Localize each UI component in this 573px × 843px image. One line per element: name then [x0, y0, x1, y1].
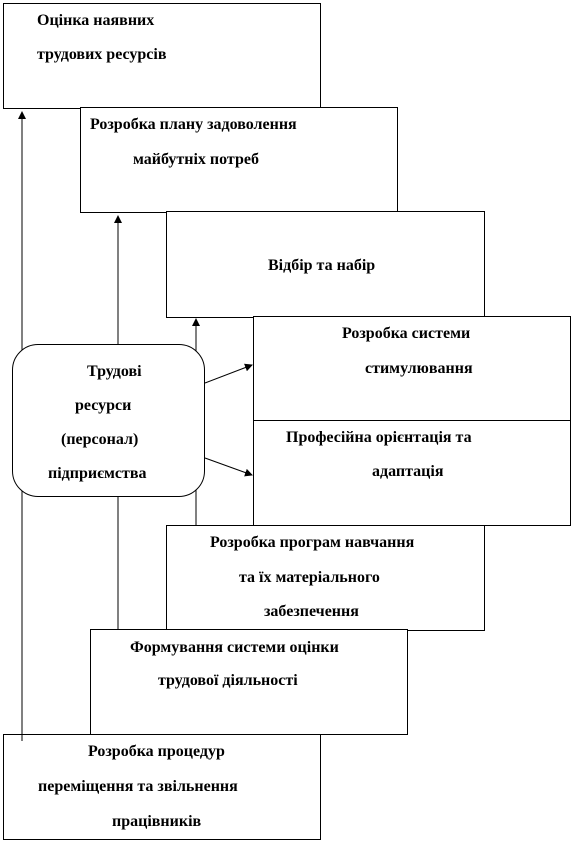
central-line-2: ресурси: [75, 397, 132, 414]
box-motivation: Розробка системи стимулювання: [253, 316, 571, 422]
box-relocation-line-2: переміщення та звільнення: [38, 778, 238, 795]
central-node: Трудові ресурси (персонал) підприємства: [12, 344, 205, 497]
box-motivation-line-2: стимулювання: [365, 360, 473, 377]
box-plan: Розробка плану задоволення майбутніх пот…: [80, 107, 398, 213]
box-motivation-line-1: Розробка системи: [342, 325, 471, 342]
box-training: Розробка програм навчання та їх матеріал…: [166, 525, 485, 631]
box-orientation-line-1: Професійна орієнтація та: [286, 429, 472, 446]
box-assessment-line-1: Оцінка наявних: [37, 12, 155, 29]
box-plan-line-1: Розробка плану задоволення: [90, 116, 297, 133]
box-selection: Відбір та набір: [166, 211, 485, 318]
box-relocation-line-1: Розробка процедур: [88, 743, 225, 760]
central-line-3: (персонал): [61, 431, 139, 448]
box-evaluation-line-1: Формування системи оцінки: [130, 639, 339, 656]
box-assessment-line-2: трудових ресурсів: [37, 46, 167, 63]
box-plan-line-2: майбутніх потреб: [133, 151, 259, 168]
box-relocation: Розробка процедур переміщення та звільне…: [3, 734, 321, 840]
box-evaluation: Формування системи оцінки трудової діяль…: [90, 629, 408, 735]
arrow-to-orientation: [204, 457, 253, 477]
box-orientation: Професійна орієнтація та адаптація: [253, 420, 571, 526]
box-selection-line-1: Відбір та набір: [268, 257, 376, 274]
box-relocation-line-3: працівників: [112, 813, 202, 830]
box-training-line-1: Розробка програм навчання: [210, 534, 415, 551]
box-orientation-line-2: адаптація: [372, 463, 444, 480]
box-assessment: Оцінка наявних трудових ресурсів: [3, 3, 321, 109]
box-training-line-2: та їх матеріального: [239, 569, 380, 586]
box-training-line-3: забезпечення: [264, 603, 359, 620]
central-line-4: підприємства: [48, 465, 147, 482]
central-line-1: Трудові: [87, 363, 142, 380]
arrow-to-motivation: [204, 363, 253, 384]
box-evaluation-line-2: трудової діяльності: [158, 672, 298, 689]
